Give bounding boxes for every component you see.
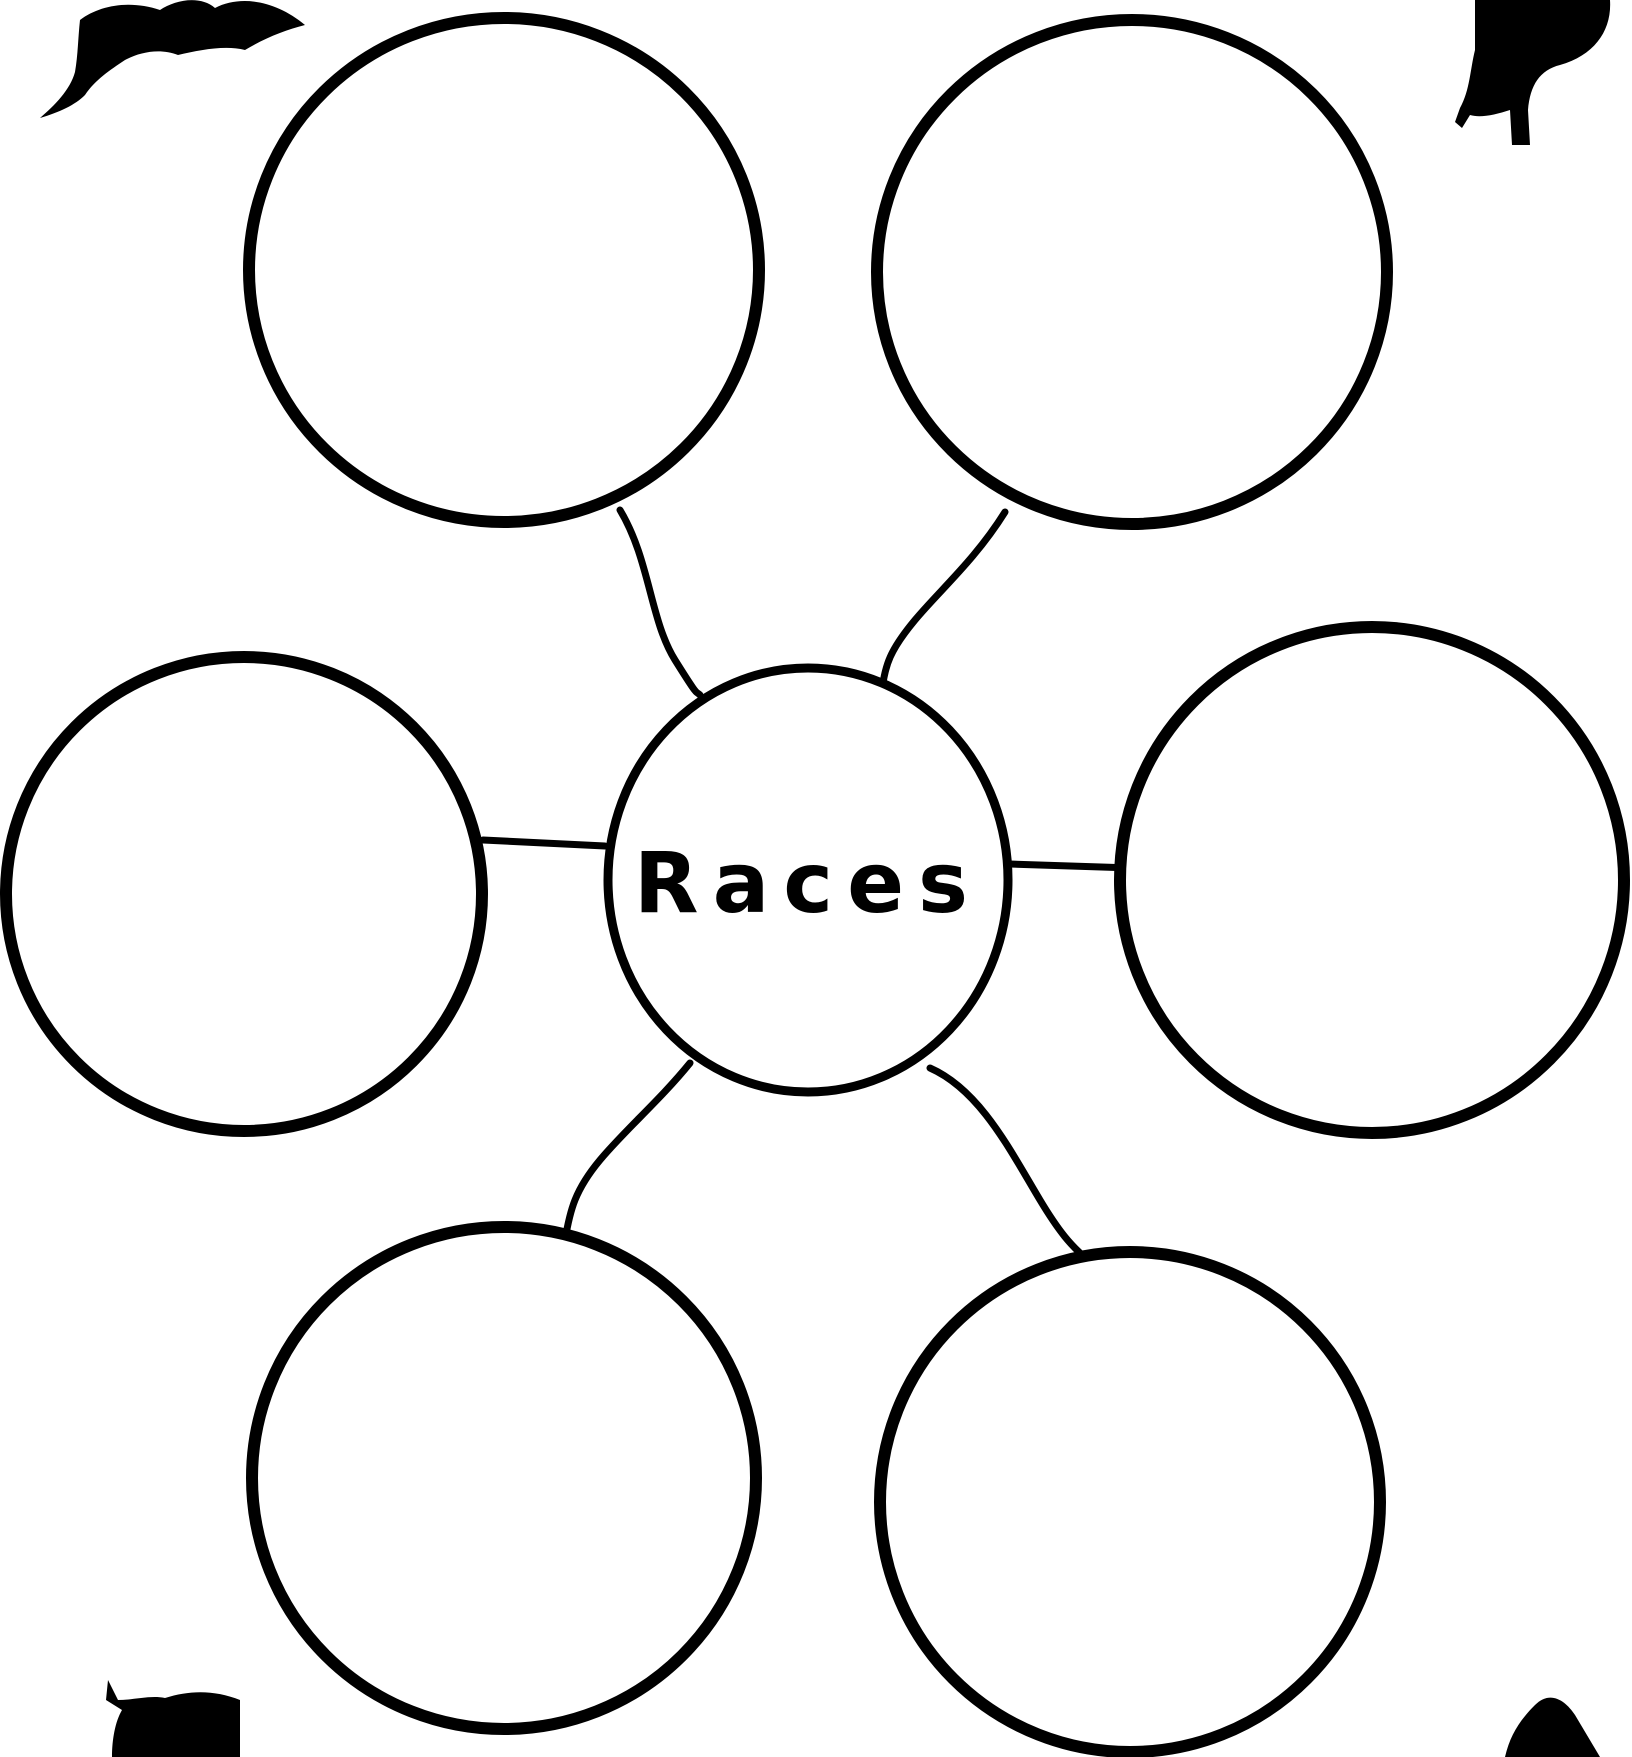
connector-bottom-right	[930, 1068, 1088, 1262]
bubble-bottom-right[interactable]	[880, 1252, 1380, 1752]
connector-middle-right	[1010, 864, 1132, 868]
bubble-top-right[interactable]	[877, 20, 1387, 524]
bat-silhouette-icon	[40, 0, 305, 118]
center-label: Races	[634, 834, 982, 932]
connector-middle-left	[483, 840, 605, 846]
creature-silhouette-icon	[1455, 0, 1610, 145]
bubble-middle-right[interactable]	[1120, 627, 1624, 1133]
bubble-middle-left[interactable]	[6, 657, 482, 1131]
mouse-silhouette-icon	[106, 1680, 240, 1757]
connector-top-left	[620, 510, 700, 695]
connector-top-right	[882, 512, 1005, 690]
creature-silhouette-bottom-icon	[1505, 1698, 1600, 1757]
connector-bottom-left	[565, 1063, 690, 1240]
center-node: Races	[608, 668, 1008, 1092]
bubble-bottom-left[interactable]	[252, 1227, 756, 1729]
bubble-top-left[interactable]	[249, 18, 759, 522]
